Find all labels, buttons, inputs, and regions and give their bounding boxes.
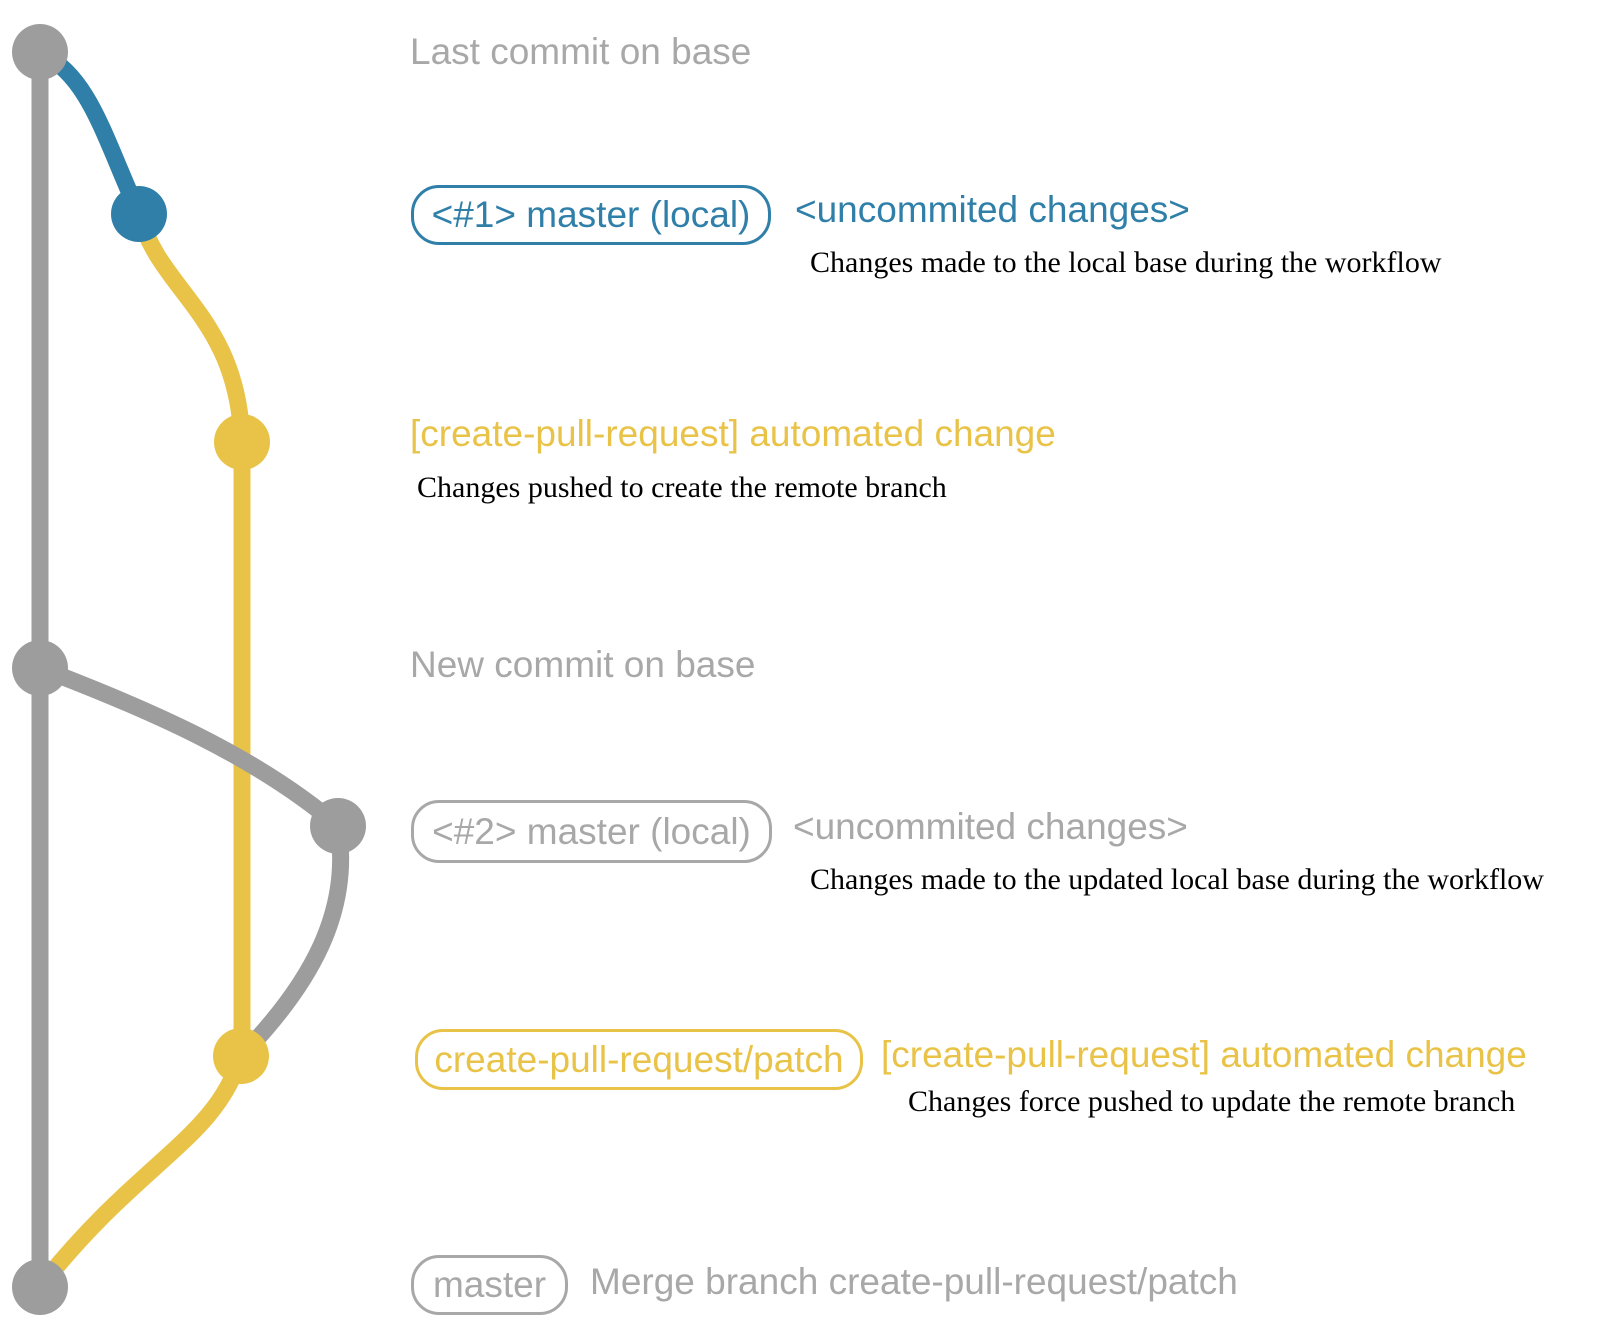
automated-change-1-label: [create-pull-request] automated change [410,413,1056,454]
badge-patch-branch: create-pull-request/patch [415,1029,863,1090]
badge-master-local-1-label: <#1> master (local) [431,194,751,235]
uncommited-changes-2-detail: Changes made to the updated local base d… [810,863,1544,896]
automated-change-2-detail: Changes force pushed to update the remot… [908,1085,1516,1118]
automated-change-1-detail: Changes pushed to create the remote bran… [417,471,947,504]
badge-master-local-2: <#2> master (local) [411,800,772,863]
badge-master-label: master [432,1264,547,1305]
uncommited-changes-1-detail: Changes made to the local base during th… [810,246,1442,279]
node-commit-local-2 [310,798,366,854]
edge-local-2-to-patch [234,824,350,1062]
git-graph [12,24,366,1315]
badge-patch-branch-label: create-pull-request/patch [434,1038,844,1080]
edge-base-to-local-1 [35,44,147,218]
badge-master-local-1: <#1> master (local) [411,185,771,245]
merge-branch-label: Merge branch create-pull-request/patch [590,1261,1238,1302]
node-commit-new-base [12,640,68,696]
node-commit-last-base [12,24,68,80]
badge-master-local-2-label: <#2> master (local) [432,810,751,852]
edge-local-1-to-patch-line [130,211,251,1056]
badge-master: master [411,1255,568,1315]
automated-change-2-label: [create-pull-request] automated change [881,1034,1527,1075]
node-commit-patch-2 [213,1028,269,1084]
uncommited-changes-2-label: <uncommited changes> [793,806,1188,847]
edge-base-to-local-2 [36,660,344,833]
uncommited-changes-1-label: <uncommited changes> [795,189,1190,230]
node-commit-patch-1 [214,414,270,470]
new-commit-caption: New commit on base [410,644,756,685]
last-commit-caption: Last commit on base [410,31,752,72]
node-commit-merge [12,1259,68,1315]
node-commit-local-1 [111,186,167,242]
edge-patch-merge-to-base [33,1053,250,1293]
